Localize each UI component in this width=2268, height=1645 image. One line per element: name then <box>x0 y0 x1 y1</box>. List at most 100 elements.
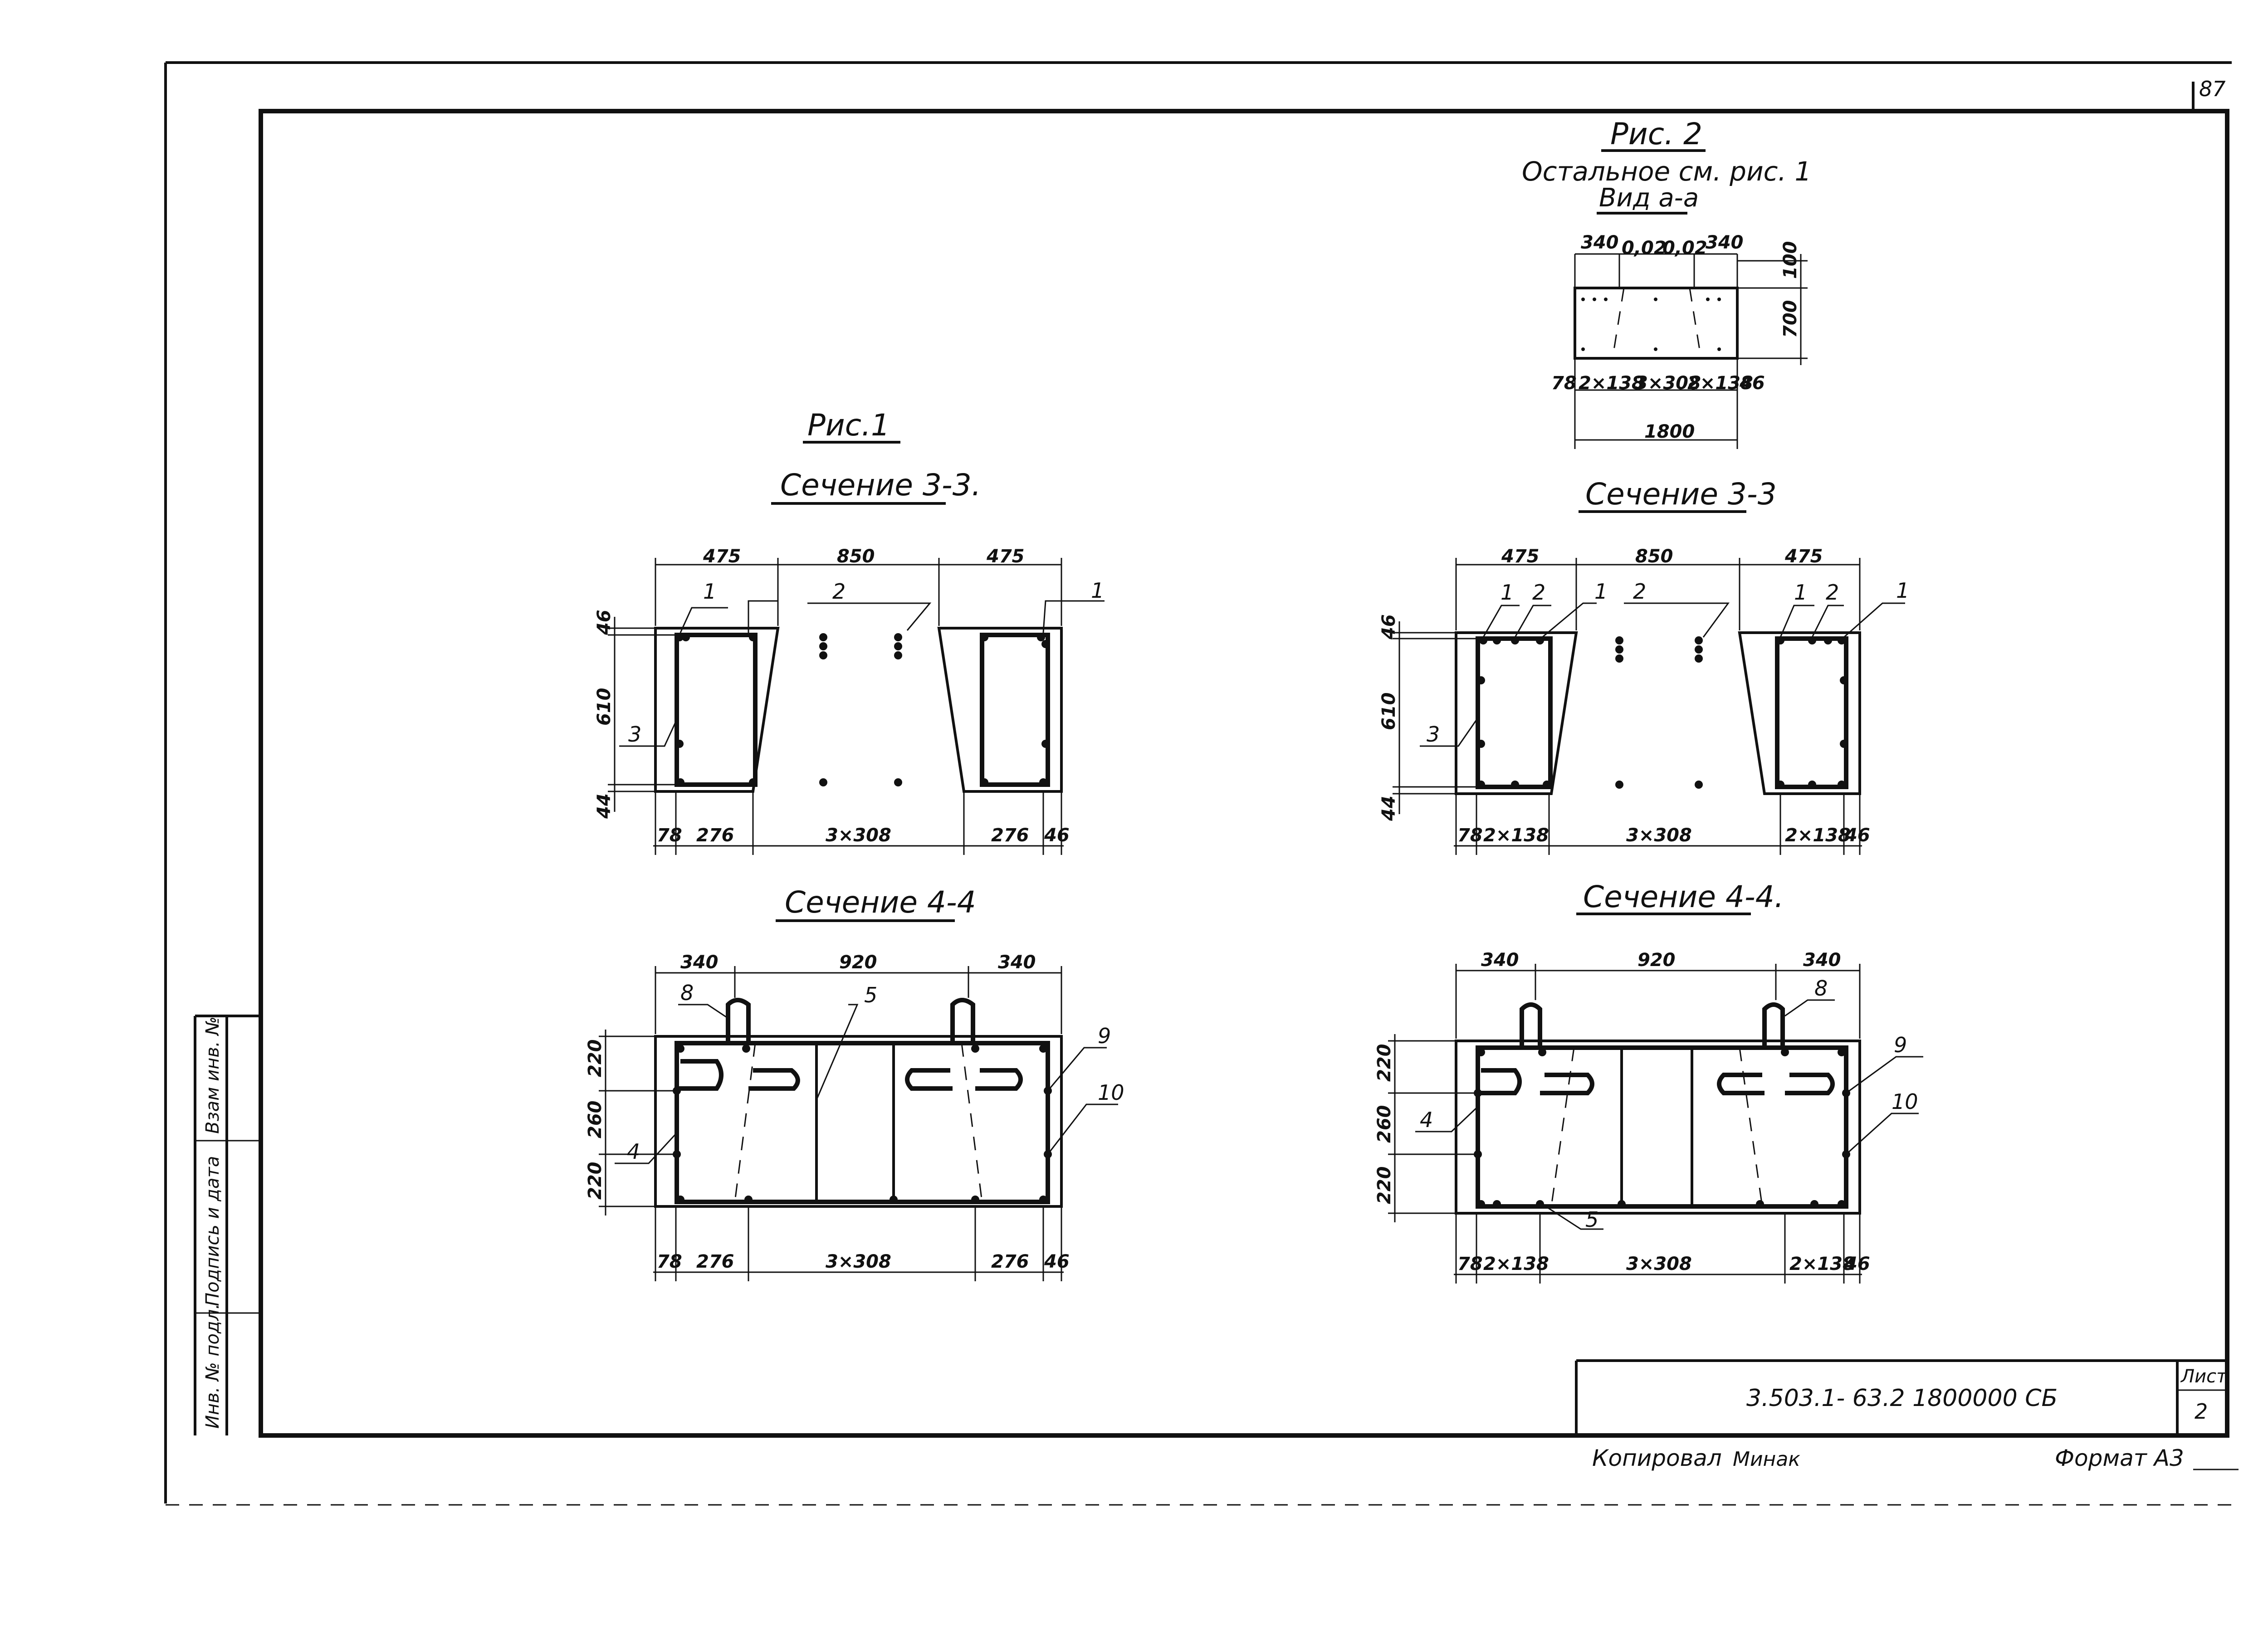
fig2-dim-top-left: 340 <box>1581 232 1619 253</box>
section-3-3-right: Сечение 3-3 <box>1393 477 1905 855</box>
sec33-right-title: Сечение 3-3 <box>1585 477 1777 512</box>
sec33r-left-2: 610 <box>1378 693 1399 731</box>
sec33l-left-2: 610 <box>594 688 615 726</box>
sec44r-label-10: 10 <box>1892 1089 1918 1114</box>
fig2-dim-b4: 2×138 <box>1687 373 1753 394</box>
section-4-4-left: Сечение 4-4 <box>599 885 1118 1281</box>
sec44-left-title: Сечение 4-4 <box>785 885 976 920</box>
sec44l-label-8: 8 <box>680 981 694 1005</box>
sec44r-left-1: 220 <box>1374 1044 1395 1082</box>
sec33r-label-2c: 2 <box>1826 580 1839 605</box>
sec33r-top-3: 475 <box>1784 546 1823 567</box>
fig2-dim-h-main: 700 <box>1780 300 1801 338</box>
sec44l-bot-1: 78 <box>657 1251 682 1272</box>
sec33l-top-2: 850 <box>837 546 875 567</box>
sec44l-bot-5: 46 <box>1044 1251 1070 1272</box>
sec44l-bot-2: 276 <box>696 1251 734 1272</box>
sec44l-bot-4: 276 <box>991 1251 1029 1272</box>
sheet-frame <box>164 61 2239 1506</box>
sec44r-label-5: 5 <box>1585 1207 1598 1232</box>
sec44l-label-10: 10 <box>1098 1080 1124 1105</box>
fig2-dim-top-right: 340 <box>1706 232 1744 253</box>
sec44r-bot-4: 2×138 <box>1789 1254 1855 1274</box>
sec33r-label-2b: 2 <box>1633 579 1646 604</box>
fig2-dim-b3: 3×308 <box>1635 373 1701 394</box>
sec44l-bot-3: 3×308 <box>826 1251 891 1272</box>
sec33l-label-1a: 1 <box>703 579 716 604</box>
sec33r-left-3: 44 <box>1378 796 1399 821</box>
section-3-3-left: Сечение 3-3. <box>608 468 1105 855</box>
sec33l-bot-4: 276 <box>991 825 1029 846</box>
sec44l-left-2: 260 <box>585 1101 606 1139</box>
sec33l-bot-2: 276 <box>696 825 734 846</box>
sec44l-label-5: 5 <box>864 983 877 1007</box>
fig2-dim-slope-2: 0,02 <box>1662 238 1707 259</box>
sec44r-bot-3: 3×308 <box>1626 1254 1692 1274</box>
sec33-left-title: Сечение 3-3. <box>780 468 981 503</box>
fig2-dim-b5: 46 <box>1739 373 1765 394</box>
sec33l-bot-5: 46 <box>1044 825 1070 846</box>
sheet-label: Лист <box>2180 1366 2228 1387</box>
fig2-title: Рис. 2 <box>1610 117 1702 151</box>
stamp-signature-date: Подпись и дата <box>202 1156 223 1306</box>
sec33r-left-1: 46 <box>1378 614 1399 640</box>
stamp-replacement-inv: Взам инв. № <box>202 1016 223 1134</box>
sec44r-top-1: 340 <box>1481 950 1519 971</box>
sec33l-bot-1: 78 <box>657 825 682 846</box>
sec33r-bot-2: 2×138 <box>1483 825 1549 846</box>
fig2-dim-h-top: 100 <box>1780 241 1801 279</box>
sec33r-bot-3: 3×308 <box>1626 825 1692 846</box>
sec33r-bot-4: 2×138 <box>1785 825 1851 846</box>
sec44r-top-2: 920 <box>1637 950 1676 971</box>
fig1-title: Рис.1 <box>807 408 890 443</box>
fig2-view: Рис. 2 Остальное см. рис. 1 Вид а-а <box>1522 117 1811 449</box>
sec44l-left-3: 220 <box>585 1162 606 1200</box>
sec33r-top-1: 475 <box>1501 546 1540 567</box>
fig2-dim-total: 1800 <box>1644 421 1695 442</box>
sec44r-bot-2: 2×138 <box>1483 1254 1549 1274</box>
sec33r-label-3: 3 <box>1427 722 1440 747</box>
fig2-view-title: Вид а-а <box>1599 183 1699 213</box>
sec44r-left-3: 220 <box>1374 1167 1395 1205</box>
sec33r-label-1b: 1 <box>1594 579 1608 604</box>
sec44l-left-1: 220 <box>585 1040 606 1078</box>
section-4-4-right: Сечение 4-4. <box>1388 879 1923 1284</box>
sec33l-top-1: 475 <box>703 546 741 567</box>
sec33r-label-1c: 1 <box>1794 580 1807 605</box>
sec44r-bot-1: 78 <box>1457 1254 1483 1274</box>
sec33l-left-3: 44 <box>594 793 615 819</box>
sec44l-top-1: 340 <box>680 952 719 973</box>
copier-signature: Минак <box>1733 1448 1800 1471</box>
sec44r-label-8: 8 <box>1814 976 1828 1001</box>
sec33l-label-2: 2 <box>832 579 846 604</box>
fig2-note: Остальное см. рис. 1 <box>1522 156 1811 187</box>
sec44-right-title: Сечение 4-4. <box>1583 879 1784 914</box>
sec44r-left-2: 260 <box>1374 1105 1395 1143</box>
copied-by-label: Копировал <box>1592 1445 1722 1471</box>
sec44l-label-9: 9 <box>1098 1024 1111 1048</box>
sec33r-label-1d: 1 <box>1896 578 1909 603</box>
page-number: 87 <box>2199 77 2226 101</box>
sheet-number: 2 <box>2195 1399 2208 1424</box>
sec33r-bot-1: 78 <box>1457 825 1483 846</box>
sec33r-label-1a: 1 <box>1501 580 1514 605</box>
fig2-dim-b1: 78 <box>1551 373 1577 394</box>
sec33r-top-2: 850 <box>1635 546 1673 567</box>
sec44r-label-9: 9 <box>1894 1033 1907 1057</box>
fig2-dim-b2: 2×138 <box>1579 373 1644 394</box>
format-label: Формат А3 <box>2055 1445 2184 1471</box>
sec33l-left-1: 46 <box>594 610 615 635</box>
sec33l-top-3: 475 <box>986 546 1025 567</box>
sec44r-label-4: 4 <box>1420 1108 1433 1132</box>
document-code: 3.503.1- 63.2 1800000 СБ <box>1746 1385 2058 1412</box>
fig2-dim-slope-1: 0,02 <box>1622 238 1667 259</box>
sec33l-bot-3: 3×308 <box>826 825 891 846</box>
sec33l-label-3: 3 <box>628 722 641 747</box>
sec33l-label-1b: 1 <box>1091 578 1104 603</box>
sec44l-label-4: 4 <box>627 1139 640 1164</box>
sec44r-top-3: 340 <box>1803 950 1841 971</box>
sec44l-top-2: 920 <box>839 952 877 973</box>
stamp-inv-no: Инв. № подл. <box>202 1303 223 1429</box>
sec33r-bot-5: 46 <box>1844 825 1870 846</box>
